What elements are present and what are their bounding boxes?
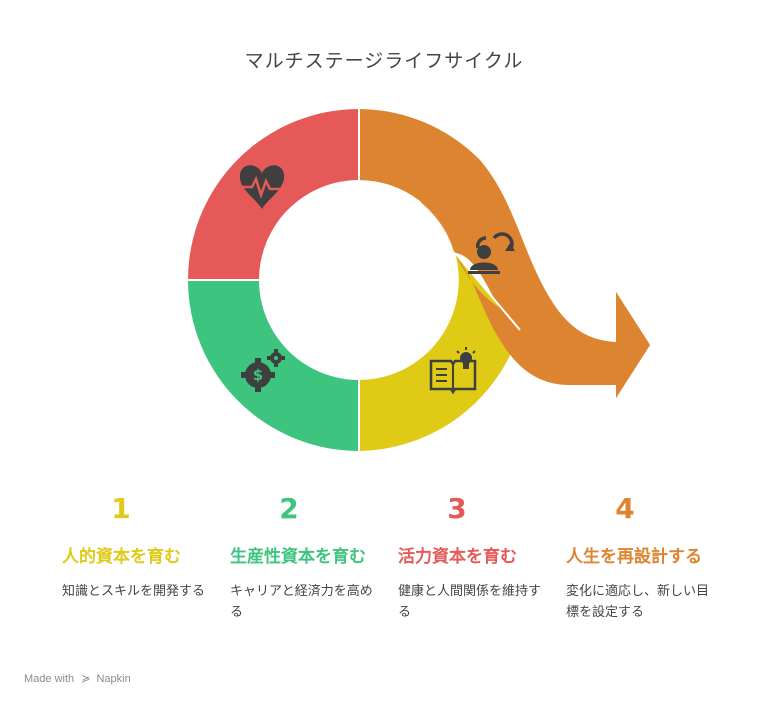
made-with-label: Made with [24, 673, 75, 685]
step-heading: 活力資本を育む [398, 547, 517, 567]
brand-name: Napkin [96, 673, 131, 685]
step-description: 変化に適応し、新しい目標を設定する [566, 584, 710, 620]
person-cycle-icon [468, 232, 515, 274]
step-description: 知識とスキルを開発する [62, 584, 206, 599]
napkin-logo-icon: ≽ [81, 673, 91, 685]
step-2: 2 生産性資本を育む キャリアと経済力を高める [230, 492, 380, 623]
step-description: 健康と人間関係を維持する [398, 584, 542, 620]
step-description: キャリアと経済力を高める [230, 584, 373, 620]
segment-orange [359, 109, 650, 398]
step-4: 4 人生を再設計する 変化に適応し、新しい目標を設定する [566, 492, 716, 623]
footer-attribution[interactable]: Made with ≽ Napkin [24, 672, 131, 685]
step-number: 4 [615, 492, 635, 525]
heart-pulse-icon [239, 165, 285, 209]
lifecycle-diagram: $ [188, 109, 650, 451]
segment-yellow [359, 253, 520, 451]
step-number: 2 [279, 492, 299, 525]
step-number: 3 [447, 492, 467, 525]
step-1: 1 人的資本を育む 知識とスキルを開発する [62, 492, 212, 602]
step-heading: 人生を再設計する [566, 547, 702, 567]
step-heading: 人的資本を育む [62, 547, 181, 567]
step-number: 1 [111, 492, 131, 525]
svg-text:$: $ [253, 366, 263, 384]
money-gear-icon: $ [241, 349, 285, 392]
diagram-title: マルチステージライフサイクル [244, 50, 524, 72]
segment-green [188, 280, 359, 451]
step-3: 3 活力資本を育む 健康と人間関係を維持する [398, 492, 548, 623]
step-heading: 生産性資本を育む [230, 547, 366, 567]
book-lightbulb-icon [429, 347, 477, 395]
